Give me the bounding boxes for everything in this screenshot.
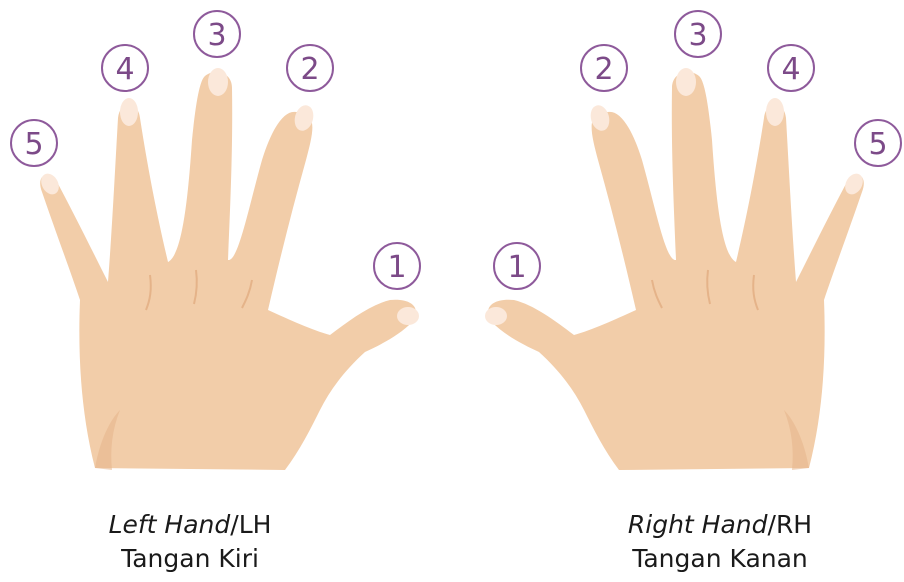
- left-hand-italic-label: Left Hand: [109, 510, 231, 539]
- right-hand-title: Right Hand/RH: [530, 508, 904, 542]
- left-finger-number-3: 3: [207, 18, 226, 53]
- right-nail-4: [766, 98, 784, 126]
- left-finger-number-4: 4: [115, 52, 134, 87]
- left-finger-number-2: 2: [300, 52, 319, 87]
- left-finger-badge-3: 3: [194, 11, 240, 57]
- right-hand-translation: Tangan Kanan: [530, 542, 904, 576]
- left-finger-badge-4: 4: [102, 45, 148, 91]
- left-hand-illustration: [38, 68, 419, 470]
- left-hand-translation: Tangan Kiri: [0, 542, 380, 576]
- left-nail-3: [208, 68, 228, 96]
- left-hand-caption: Left Hand/LH Tangan Kiri: [0, 508, 380, 576]
- right-finger-badge-4: 4: [768, 45, 814, 91]
- right-finger-number-4: 4: [781, 52, 800, 87]
- left-hand-shape: [40, 72, 416, 470]
- left-finger-number-1: 1: [387, 250, 406, 285]
- right-finger-number-1: 1: [507, 250, 526, 285]
- right-nail-3: [676, 68, 696, 96]
- right-finger-badge-3: 3: [675, 11, 721, 57]
- left-finger-badge-2: 2: [287, 45, 333, 91]
- left-finger-badge-1: 1: [374, 243, 420, 289]
- right-hand-illustration: [485, 68, 866, 470]
- right-hand-abbrev: /RH: [768, 510, 813, 539]
- right-hand-shape: [488, 72, 864, 470]
- left-finger-badge-5: 5: [11, 120, 57, 166]
- right-finger-badge-5: 5: [855, 120, 901, 166]
- left-nail-4: [120, 98, 138, 126]
- left-nail-1: [397, 307, 419, 325]
- right-finger-number-3: 3: [688, 18, 707, 53]
- right-finger-number-2: 2: [594, 52, 613, 87]
- right-finger-badge-1: 1: [494, 243, 540, 289]
- right-finger-badge-2: 2: [581, 45, 627, 91]
- right-nail-1: [485, 307, 507, 325]
- right-hand-caption: Right Hand/RH Tangan Kanan: [530, 508, 904, 576]
- right-hand-italic-label: Right Hand: [628, 510, 768, 539]
- left-finger-number-5: 5: [24, 127, 43, 162]
- left-hand-title: Left Hand/LH: [0, 508, 380, 542]
- left-hand-abbrev: /LH: [230, 510, 271, 539]
- right-finger-number-5: 5: [868, 127, 887, 162]
